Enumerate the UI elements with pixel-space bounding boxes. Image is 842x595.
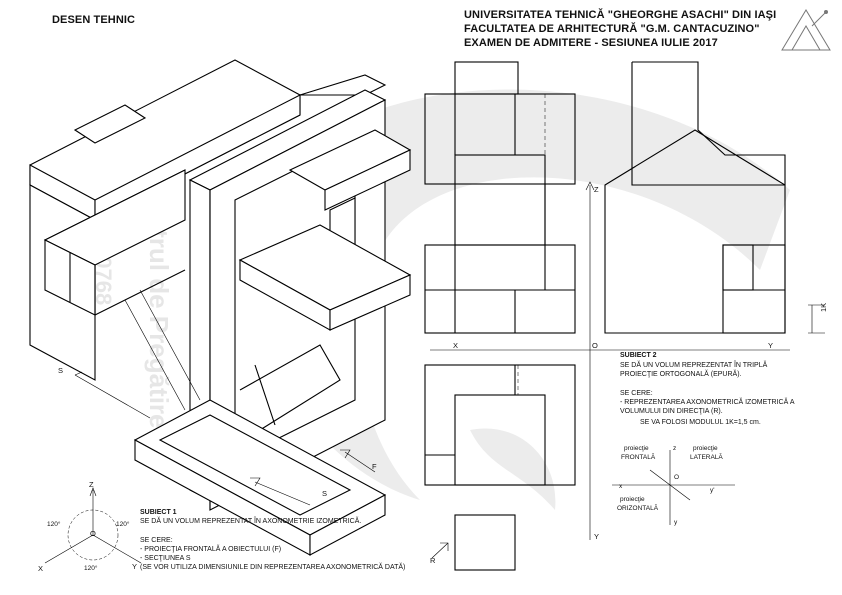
iso-angle-right: 120° [116,521,130,528]
iso-axis-x: X [38,564,44,573]
label-proj-lateral-2: LATERALĂ [690,454,723,461]
label-proj-oriz-2: ORIZONTALĂ [617,505,659,512]
label-proj-frontal-1: proiecţie [624,445,649,452]
subject2-desc-1: SE DĂ UN VOLUM REPREZENTAT ÎN TRIPLĂ [620,362,768,369]
small-axis-x: x [619,483,623,490]
epure-axis-x: X [453,341,459,350]
subject1-req-2: - SECŢIUNEA S [140,555,191,562]
iso-angle-left: 120° [47,521,61,528]
projection-axes-diagram [612,450,735,525]
iso-lower-opening [124,289,341,431]
subject2-req-1: - REPREZENTAREA AXONOMETRICĂ IZOMETRICĂ … [620,399,795,406]
subject2-title: SUBIECT 2 [620,352,657,359]
small-axis-y-down: y [674,519,678,526]
label-direction-r: R [430,556,436,565]
iso-base [133,399,387,556]
subject2-req-3: SE VA FOLOSI MODULUL 1K=1,5 cm. [640,419,761,426]
horizontal-projection [424,364,576,571]
direction-r-arrow [431,542,449,559]
iso-angle-bottom: 120° [84,565,98,572]
label-proj-lateral-1: proiecţie [693,445,718,452]
subject2-req-title: SE CERE: [620,390,653,397]
label-section-s-left: S [58,366,64,375]
section-arrows [74,371,376,506]
iso-axis-y: Y [132,562,138,571]
subject1-req-3: (SE VOR UTILIZA DIMENSIUNILE DIN REPREZE… [140,564,406,571]
label-proj-oriz-1: proiecţie [620,496,645,503]
module-dimension [808,304,825,334]
exam-session: EXAMEN DE ADMITERE - SESIUNEA IULIE 2017 [464,37,718,49]
iso-back-wall [29,169,186,381]
subject1-title: SUBIECT 1 [140,509,177,516]
small-axis-y-right: y' [710,487,715,494]
iso-axis-o: O [90,529,96,538]
university-name: UNIVERSITATEA TEHNICĂ "GHEORGHE ASACHI" … [464,9,777,21]
label-front-f: F [372,462,377,471]
epure-axis-o: O [592,341,598,350]
lateral-projection [604,61,786,334]
iso-upper-slab [29,59,387,221]
small-axis-z: z [673,445,677,452]
label-section-s-bottom: S [322,489,328,498]
epure-axes [430,62,790,540]
small-axis-o: O [674,474,680,481]
epure-axis-y-down: Y [594,532,600,541]
subject1-req-1: - PROIECŢIA FRONTALĂ A OBIECTULUI (F) [140,546,282,553]
subject1-req-title: SE CERE: [140,537,173,544]
epure-axis-z: Z [594,185,599,194]
subject2-desc-2: PROIECŢIE ORTOGONALĂ (EPURĂ). [620,371,742,378]
faculty-name: FACULTATEA DE ARHITECTURĂ "G.M. CANTACUZ… [464,23,760,35]
iso-axis-z: Z [89,480,94,489]
sheet-title: DESEN TEHNIC [52,14,136,26]
subject2-req-2: VOLUMULUI DIN DIRECŢIA (R). [620,408,723,415]
iso-lower-shelf [238,224,412,331]
frontal-projection [424,61,576,334]
epure-axis-y-right: Y [768,341,774,350]
label-proj-frontal-2: FRONTALĂ [621,454,656,461]
subject1-desc: SE DĂ UN VOLUM REPREZENTAT ÎN AXONOMETRI… [140,518,362,525]
